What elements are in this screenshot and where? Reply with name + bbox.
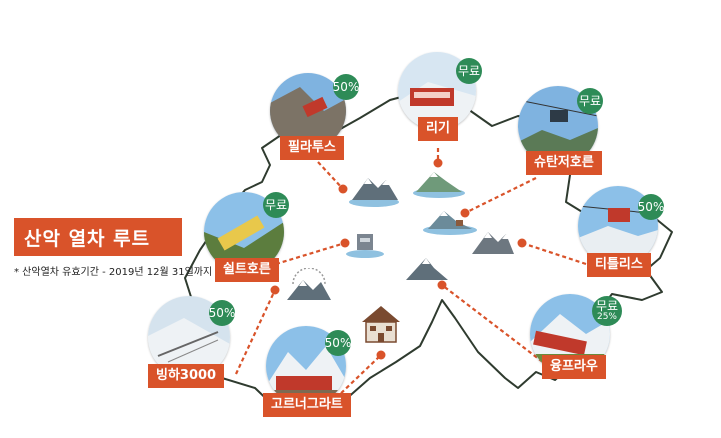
route-line-gornergrat — [335, 354, 382, 399]
destination-label-glacier3000[interactable]: 빙하3000 — [148, 364, 225, 388]
destination-label-pilatus[interactable]: 필라투스 — [280, 136, 344, 160]
chalet-icon — [356, 302, 406, 348]
summit-station-icon — [345, 230, 385, 258]
discount-badge: 50% — [333, 74, 359, 100]
route-dot — [433, 158, 443, 168]
mountain-icon — [404, 254, 450, 282]
route-dot — [437, 280, 447, 290]
page-title: 산악 열차 루트 — [14, 218, 182, 256]
route-line-glacier3000 — [235, 289, 276, 375]
route-dot — [340, 238, 350, 248]
route-dot — [460, 208, 470, 218]
destination-label-stanserhorn[interactable]: 슈탄저호른 — [526, 151, 602, 175]
route-dot — [270, 285, 280, 295]
free-badge: 무료 — [577, 88, 603, 114]
route-dot — [517, 238, 527, 248]
destination-label-schilthorn[interactable]: 쉴트호른 — [215, 258, 279, 282]
destination-label-titlis[interactable]: 티틀리스 — [587, 253, 651, 277]
mountain-lake-icon — [422, 205, 478, 235]
destination-label-jungfrau[interactable]: 융프라우 — [542, 355, 606, 379]
mountain-lake-icon — [348, 170, 400, 208]
destination-label-gornergrat[interactable]: 고르너그라트 — [263, 393, 351, 417]
free-badge: 무료 — [456, 58, 482, 84]
discount-badge: 50% — [638, 194, 664, 220]
badge-main-text: 무료 — [595, 298, 619, 313]
discount-badge: 50% — [209, 300, 235, 326]
free-badge: 무료 — [263, 192, 289, 218]
route-line-jungfrau — [441, 284, 549, 367]
validity-note: * 산악열차 유효기간 - 2019년 12월 31일까지 — [14, 267, 213, 278]
route-line-titlis — [521, 241, 587, 266]
sunrise-mountain-icon — [285, 268, 333, 302]
destination-label-rigi[interactable]: 리기 — [418, 117, 458, 141]
free-discount-badge: 무료 25% — [592, 296, 622, 326]
discount-badge: 50% — [325, 330, 351, 356]
badge-sub-text: 25% — [596, 311, 617, 322]
route-line-stanserhorn — [464, 177, 537, 214]
mountain-icon — [470, 226, 516, 256]
route-line-pilatus — [317, 161, 344, 190]
route-dot — [376, 350, 386, 360]
route-line-schilthorn — [275, 241, 346, 266]
route-dot — [338, 184, 348, 194]
mountain-lake-icon — [412, 165, 466, 199]
